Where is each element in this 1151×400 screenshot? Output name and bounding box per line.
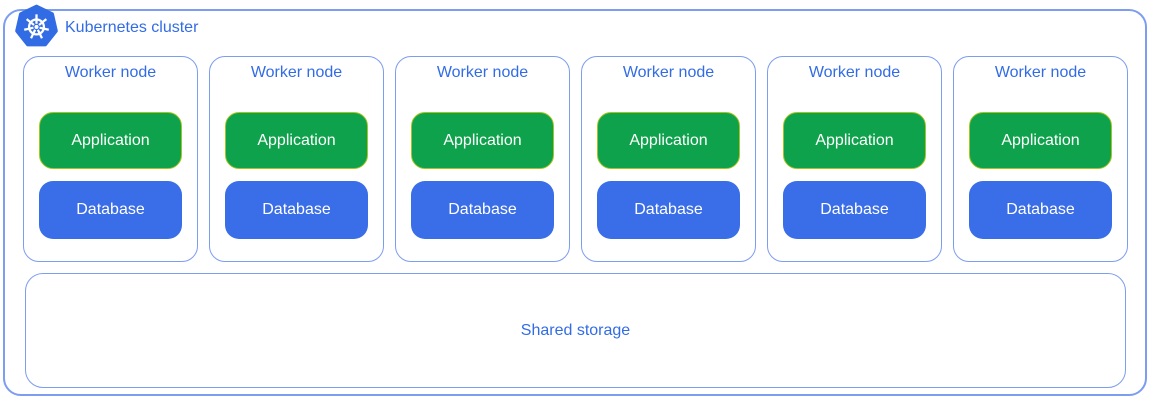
worker-node-5: Worker node Application Database (767, 56, 942, 262)
worker-node-4: Worker node Application Database (581, 56, 756, 262)
database-box: Database (225, 181, 368, 239)
worker-node-label: Worker node (994, 64, 1087, 81)
worker-node-1: Worker node Application Database (23, 56, 198, 262)
application-box: Application (225, 112, 368, 169)
database-box: Database (783, 181, 926, 239)
application-box: Application (597, 112, 740, 169)
database-box: Database (969, 181, 1112, 239)
worker-nodes-row: Worker node Application Database Worker … (23, 56, 1128, 262)
shared-storage-box: Shared storage (25, 273, 1126, 388)
cluster-title: Kubernetes cluster (65, 19, 199, 36)
application-box: Application (411, 112, 554, 169)
worker-node-label: Worker node (622, 64, 715, 81)
application-box: Application (783, 112, 926, 169)
shared-storage-label: Shared storage (520, 321, 631, 339)
application-box: Application (39, 112, 182, 169)
kubernetes-cluster-box: Kubernetes cluster Worker node Applicati… (3, 4, 1147, 396)
database-box: Database (597, 181, 740, 239)
worker-node-label: Worker node (808, 64, 901, 81)
application-box: Application (969, 112, 1112, 169)
worker-node-label: Worker node (436, 64, 529, 81)
worker-node-label: Worker node (250, 64, 343, 81)
database-box: Database (411, 181, 554, 239)
worker-node-3: Worker node Application Database (395, 56, 570, 262)
worker-node-label: Worker node (64, 64, 157, 81)
worker-node-6: Worker node Application Database (953, 56, 1128, 262)
worker-node-2: Worker node Application Database (209, 56, 384, 262)
kubernetes-logo-icon (15, 4, 58, 47)
database-box: Database (39, 181, 182, 239)
